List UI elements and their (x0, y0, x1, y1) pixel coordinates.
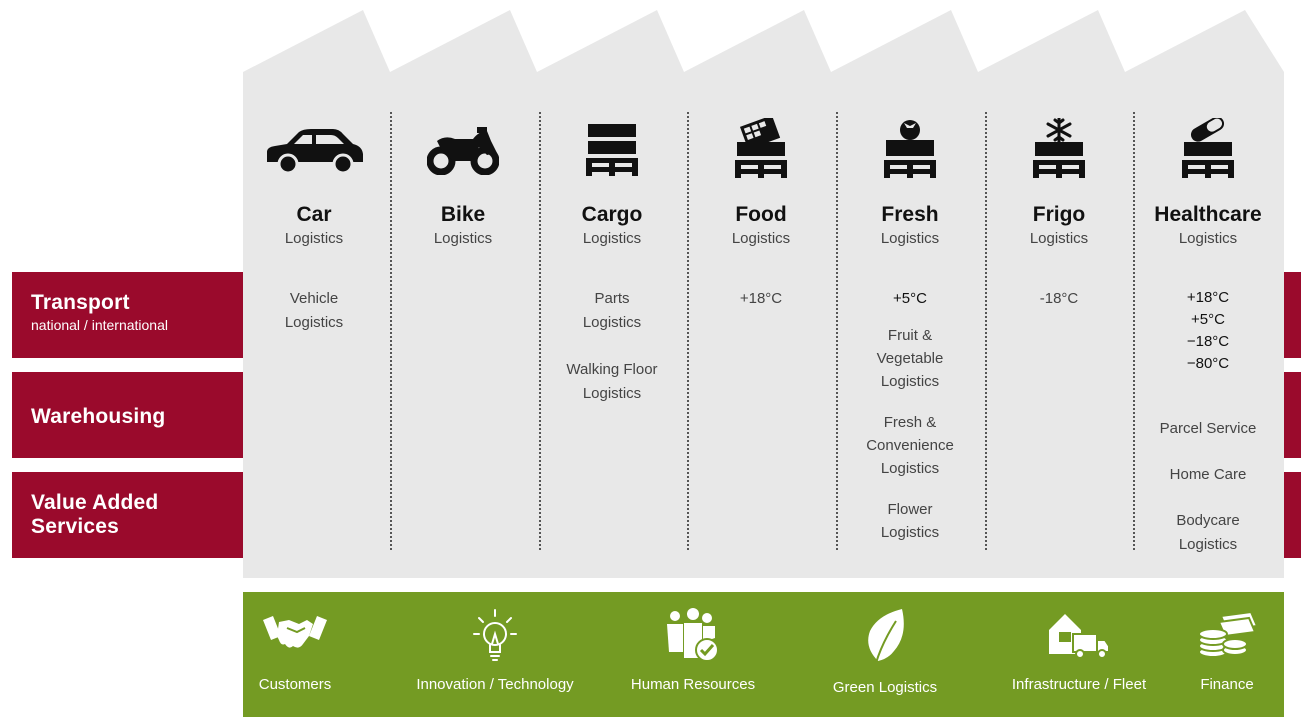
foundation-item-green-logistics: Green Logistics (800, 606, 970, 696)
motorbike-icon (389, 115, 537, 185)
foundation-item-innovation: Innovation / Technology (410, 606, 580, 693)
column-car: Car Logistics (240, 115, 388, 249)
foundation-item-human-resources: Human Resources (608, 606, 778, 693)
column-title: Frigo (1032, 203, 1086, 226)
band-warehousing: Warehousing (12, 372, 243, 458)
column-divider (687, 112, 689, 550)
snowflake-pallet-icon (985, 115, 1133, 185)
column-divider (390, 112, 392, 550)
pill-pallet-icon (1134, 115, 1282, 185)
pallet-icon (538, 115, 686, 185)
column-temps-healthcare: +18°C +5°C −18°C −80°C (1134, 287, 1282, 375)
column-bike: Bike Logistics (389, 115, 537, 249)
chocolate-pallet-icon (687, 115, 835, 185)
column-food: Food Logistics (687, 115, 835, 249)
column-subtitle: Logistics (1178, 230, 1238, 247)
list-item: Walking Floor Logistics (566, 361, 658, 402)
list-item: +18°C (739, 290, 783, 307)
band-vas-right (1284, 472, 1301, 558)
list-item: +5°C (893, 290, 927, 307)
list-item: Flower Logistics (880, 501, 940, 541)
column-title: Cargo (581, 203, 643, 226)
column-title: Fresh (881, 203, 939, 226)
list-item: Fruit & Vegetable Logistics (876, 327, 944, 390)
tomato-pallet-icon (836, 115, 984, 185)
foundation-item-infrastructure: Infrastructure / Fleet (994, 606, 1164, 693)
list-item: Parcel Service (1159, 420, 1257, 437)
column-divider (985, 112, 987, 550)
money-coins-icon (1142, 606, 1301, 666)
column-divider (1133, 112, 1135, 550)
column-items-healthcare: Parcel Service Home Care Bodycare Logist… (1134, 417, 1282, 580)
column-cargo: Cargo Logistics (538, 115, 686, 249)
band-warehousing-right (1284, 372, 1301, 458)
column-title: Healthcare (1154, 203, 1262, 226)
column-subtitle: Logistics (284, 230, 344, 247)
band-transport: Transport national / international (12, 272, 243, 358)
column-subtitle: Logistics (1029, 230, 1089, 247)
foundation-label: Infrastructure / Fleet (1011, 676, 1147, 693)
foundation-label: Innovation / Technology (416, 676, 574, 693)
column-items-frigo: -18°C (985, 287, 1133, 333)
band-title: Value Added Services (31, 491, 159, 538)
column-title: Food (735, 203, 787, 226)
list-item: -18°C (1039, 290, 1079, 307)
car-icon (240, 115, 388, 185)
foundation-label: Green Logistics (832, 679, 938, 696)
handshake-icon (210, 606, 380, 666)
foundation-label: Finance (1200, 676, 1254, 693)
foundation-item-customers: Customers (210, 606, 380, 693)
temperature-value: +5°C (1191, 311, 1225, 328)
column-divider (836, 112, 838, 550)
column-items-food: +18°C (687, 287, 835, 333)
list-item: Parts Logistics (582, 290, 642, 331)
temperature-value: −80°C (1186, 355, 1230, 372)
column-subtitle: Logistics (433, 230, 493, 247)
band-subtitle: national / international (31, 317, 168, 333)
people-check-icon (608, 606, 778, 666)
list-item: Bodycare Logistics (1176, 512, 1240, 553)
column-subtitle: Logistics (582, 230, 642, 247)
foundation-label: Human Resources (630, 676, 756, 693)
list-item: Vehicle Logistics (284, 290, 344, 331)
column-subtitle: Logistics (731, 230, 791, 247)
column-frigo: Frigo Logistics (985, 115, 1133, 249)
band-value-added-services: Value Added Services (12, 472, 243, 558)
column-items-fresh: +5°C Fruit & Vegetable Logistics Fresh &… (836, 287, 984, 567)
column-subtitle: Logistics (880, 230, 940, 247)
column-items-cargo: Parts Logistics Walking Floor Logistics (538, 287, 686, 429)
list-item: Home Care (1169, 466, 1247, 483)
column-title: Car (296, 203, 332, 226)
band-transport-right (1284, 272, 1301, 358)
column-healthcare: Healthcare Logistics (1134, 115, 1282, 249)
column-divider (539, 112, 541, 550)
list-item: Fresh & Convenience Logistics (866, 414, 954, 477)
temperature-value: +18°C (1186, 289, 1230, 306)
lightbulb-icon (410, 606, 580, 666)
foundation-item-finance: Finance (1142, 606, 1301, 693)
band-title: Transport (31, 291, 130, 314)
foundation-bar: Customers Innovation / Technology Human … (243, 592, 1284, 717)
temperature-value: −18°C (1186, 333, 1230, 350)
leaf-icon (800, 606, 970, 666)
column-title: Bike (440, 203, 486, 226)
column-items-car: Vehicle Logistics (240, 287, 388, 358)
foundation-label: Customers (258, 676, 332, 693)
warehouse-truck-icon (994, 606, 1164, 666)
column-fresh: Fresh Logistics (836, 115, 984, 249)
band-title: Warehousing (31, 405, 166, 428)
